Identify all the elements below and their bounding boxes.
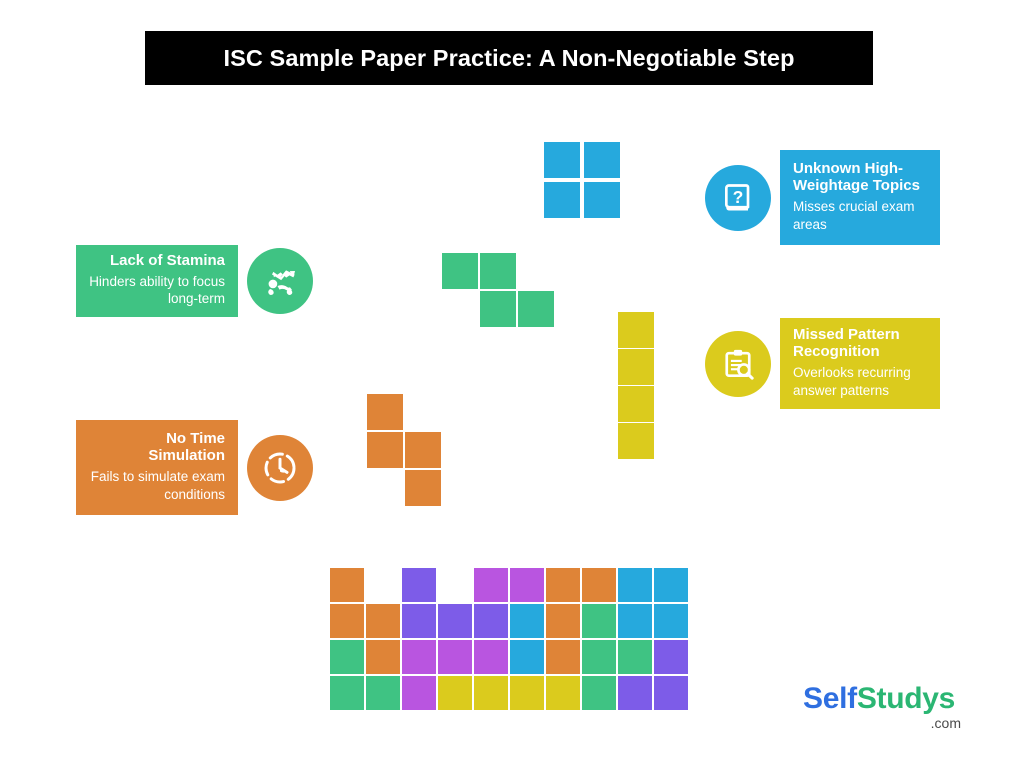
card-no-time-simulation[interactable]: No Time Simulation Fails to simulate exa… xyxy=(76,420,313,515)
mosaic-cell xyxy=(366,676,400,710)
block-cell xyxy=(618,423,654,459)
mosaic-cell xyxy=(474,568,508,602)
mosaic-cell xyxy=(474,604,508,638)
mosaic-cell xyxy=(402,604,436,638)
card-description: Overlooks recurring answer patterns xyxy=(793,365,911,398)
mosaic-cell xyxy=(582,568,616,602)
mosaic-cell xyxy=(330,640,364,674)
card-description: Misses crucial exam areas xyxy=(793,199,915,232)
mosaic-cell xyxy=(330,568,364,602)
card-text-box: Lack of Stamina Hinders ability to focus… xyxy=(76,245,238,317)
mosaic-cell xyxy=(546,676,580,710)
block-cell xyxy=(480,291,516,327)
card-text-box: Missed Pattern Recognition Overlooks rec… xyxy=(780,318,940,409)
title-banner: ISC Sample Paper Practice: A Non-Negotia… xyxy=(145,31,873,85)
block-cell xyxy=(480,253,516,289)
mosaic-cell xyxy=(582,640,616,674)
mosaic-cell xyxy=(366,640,400,674)
green-s-block xyxy=(442,253,554,327)
block-cell xyxy=(367,432,403,468)
card-description: Fails to simulate exam conditions xyxy=(90,469,225,502)
mosaic-cell xyxy=(582,604,616,638)
card-text-box: No Time Simulation Fails to simulate exa… xyxy=(76,420,238,515)
card-unknown-high-weightage-topics[interactable]: ? Unknown High-Weightage Topics Misses c… xyxy=(705,150,940,245)
clipboard-search-icon xyxy=(705,330,771,397)
mosaic-cell xyxy=(654,676,688,710)
mosaic-cell xyxy=(546,604,580,638)
block-cell xyxy=(442,253,478,289)
block-cell xyxy=(618,349,654,385)
block-cell xyxy=(518,291,554,327)
card-text-box: Unknown High-Weightage Topics Misses cru… xyxy=(780,150,940,245)
mosaic-cell xyxy=(618,676,652,710)
card-title: Unknown High-Weightage Topics xyxy=(793,159,920,195)
mosaic-cell xyxy=(366,604,400,638)
mosaic-cell xyxy=(618,604,652,638)
running-person-chart-icon xyxy=(247,248,313,314)
selfstudys-logo[interactable]: SelfStudys .com xyxy=(803,684,963,732)
block-cell xyxy=(367,394,403,430)
mosaic-cell xyxy=(402,568,436,602)
mosaic-cell xyxy=(546,640,580,674)
mosaic-cell xyxy=(654,604,688,638)
mosaic-cell xyxy=(402,676,436,710)
card-title: Lack of Stamina xyxy=(109,252,225,270)
mosaic-cell xyxy=(366,568,400,602)
mosaic-cell xyxy=(330,676,364,710)
block-cell xyxy=(584,142,620,178)
card-title: Missed Pattern Recognition xyxy=(793,325,900,361)
mosaic-cell xyxy=(618,568,652,602)
orange-s-block xyxy=(367,394,441,506)
mosaic-cell xyxy=(438,640,472,674)
book-question-icon: ? xyxy=(705,164,771,231)
card-lack-of-stamina[interactable]: Lack of Stamina Hinders ability to focus… xyxy=(76,245,313,317)
logo-self-text: Self xyxy=(803,682,857,715)
block-cell xyxy=(584,182,620,218)
mosaic-cell xyxy=(510,640,544,674)
page-title: ISC Sample Paper Practice: A Non-Negotia… xyxy=(223,44,795,71)
logo-com-suffix: .com xyxy=(930,715,961,731)
mosaic-cell xyxy=(510,676,544,710)
mosaic-cell xyxy=(654,568,688,602)
mosaic-cell xyxy=(474,676,508,710)
block-cell xyxy=(618,312,654,348)
card-description: Hinders ability to focus long-term xyxy=(89,273,225,307)
dashed-timer-icon xyxy=(247,434,313,501)
card-title: No Time Simulation xyxy=(148,429,225,465)
mosaic-cell xyxy=(546,568,580,602)
block-cell xyxy=(544,182,580,218)
card-missed-pattern-recognition[interactable]: Missed Pattern Recognition Overlooks rec… xyxy=(705,318,940,409)
logo-wordmark: SelfStudys xyxy=(803,684,963,714)
mosaic-cell xyxy=(438,604,472,638)
mosaic-cell xyxy=(330,604,364,638)
block-cell xyxy=(618,386,654,422)
mosaic-cell xyxy=(474,640,508,674)
block-cell xyxy=(544,142,580,178)
mosaic-cell xyxy=(402,640,436,674)
svg-text:?: ? xyxy=(733,187,744,207)
yellow-i-block xyxy=(618,312,654,459)
block-cell xyxy=(405,432,441,468)
mosaic-cell xyxy=(510,568,544,602)
mosaic-cell xyxy=(654,640,688,674)
mosaic-cell xyxy=(438,676,472,710)
mosaic-cell xyxy=(438,568,472,602)
mosaic-cell xyxy=(618,640,652,674)
mosaic-cell xyxy=(582,676,616,710)
block-cell xyxy=(405,470,441,506)
color-mosaic-grid xyxy=(330,568,688,710)
logo-studys-text: Studys xyxy=(856,682,956,715)
blue-o-block xyxy=(544,142,620,218)
mosaic-cell xyxy=(510,604,544,638)
